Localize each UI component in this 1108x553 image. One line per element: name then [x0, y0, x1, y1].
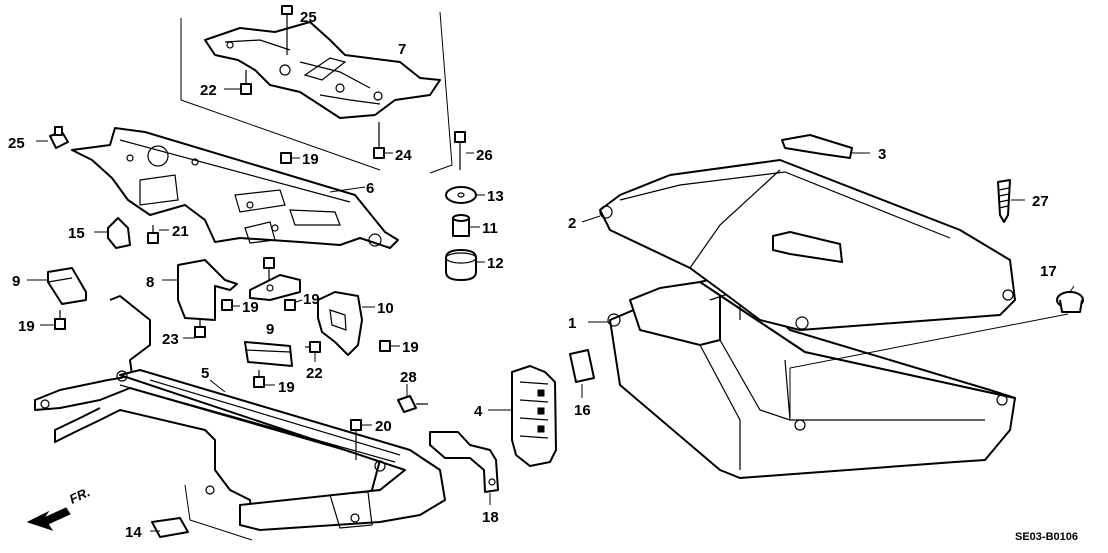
bracket-10 [317, 291, 375, 356]
bolt-25-top [281, 5, 293, 55]
callout-8: 8 [146, 274, 154, 291]
callout-3: 3 [878, 146, 886, 163]
callout-9: 9 [12, 273, 20, 290]
front-direction-label: FR. [67, 484, 92, 506]
callout-14: 14 [125, 524, 142, 541]
callout-6: 6 [366, 180, 374, 197]
callout-22: 22 [306, 365, 323, 382]
callout-9: 9 [266, 321, 274, 338]
bracket-center [249, 257, 301, 301]
clip-16 [569, 349, 595, 398]
callout-22: 22 [200, 82, 217, 99]
callout-10: 10 [377, 300, 394, 317]
diagram-code: SE03-B0106 [1015, 531, 1078, 543]
callout-19: 19 [303, 291, 320, 308]
collar-11 [452, 214, 480, 237]
callout-16: 16 [574, 402, 591, 419]
callout-12: 12 [487, 255, 504, 272]
cap-17 [789, 285, 1084, 420]
callout-28: 28 [400, 369, 417, 386]
callout-5: 5 [201, 365, 209, 382]
cover-2 [581, 159, 1016, 331]
bracket-9-center [244, 341, 293, 367]
bracket-9-left [27, 267, 87, 305]
callout-26: 26 [476, 147, 493, 164]
bracket-7-group [180, 11, 453, 174]
bolt-19-10 [379, 340, 400, 352]
callout-17: 17 [1040, 263, 1057, 280]
callout-2: 2 [568, 215, 576, 232]
callout-11: 11 [482, 220, 498, 237]
bolt-22-lower [305, 341, 321, 362]
clamp-4 [488, 365, 557, 467]
callout-21: 21 [172, 223, 189, 240]
bolt-19-plate [280, 152, 300, 164]
callout-20: 20 [375, 418, 392, 435]
callout-4: 4 [474, 403, 483, 420]
bolt-21 [147, 225, 169, 244]
bolt-28 [397, 384, 428, 413]
callout-19: 19 [18, 318, 35, 335]
callout-19: 19 [302, 151, 319, 168]
callout-13: 13 [487, 188, 504, 205]
callout-25: 25 [300, 9, 317, 26]
bolt-22-top [224, 70, 252, 95]
bolt-24 [373, 122, 393, 159]
callout-27: 27 [1032, 193, 1049, 210]
callout-23: 23 [162, 331, 179, 348]
bracket-8 [162, 259, 238, 321]
bolt-19-center [284, 299, 303, 311]
pad-14 [150, 484, 253, 541]
bolt-19-lower [253, 370, 275, 388]
clip-15 [94, 217, 131, 249]
bolt-26 [454, 131, 474, 170]
callout-18: 18 [482, 509, 499, 526]
callout-7: 7 [398, 41, 406, 58]
callout-25: 25 [8, 135, 25, 152]
callout-15: 15 [68, 225, 85, 242]
plate-6 [71, 127, 399, 249]
bracket-18 [429, 431, 499, 505]
callout-labels: 25 7 22 25 24 26 19 6 13 11 15 21 12 9 8… [8, 9, 1078, 543]
callout-19: 19 [278, 379, 295, 396]
screw-27 [997, 179, 1025, 223]
grommet-12 [445, 249, 485, 281]
callout-19: 19 [402, 339, 419, 356]
callout-19: 19 [242, 299, 259, 316]
frame-5 [34, 295, 446, 531]
callout-1: 1 [568, 315, 576, 332]
bolt-19-b8 [221, 299, 240, 311]
bolt-23 [183, 320, 206, 339]
front-direction-arrow [26, 507, 71, 531]
washer-13 [445, 186, 485, 204]
callout-24: 24 [395, 147, 412, 164]
bolt-20 [350, 419, 372, 460]
bolt-25-left [36, 126, 69, 149]
bolt-19-left [40, 310, 66, 330]
label-3 [781, 134, 870, 159]
